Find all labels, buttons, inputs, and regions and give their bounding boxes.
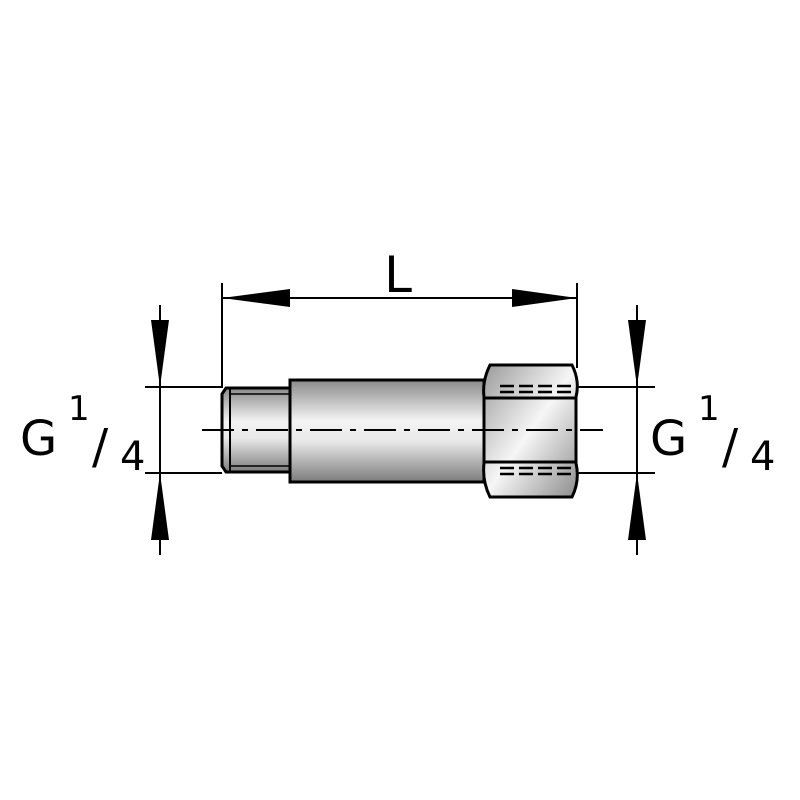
svg-text:4: 4: [750, 434, 775, 480]
left-thread-label: G 1 / 4: [20, 389, 145, 480]
arrow-right-icon: [512, 289, 577, 307]
svg-text:G: G: [650, 411, 687, 467]
svg-text:G: G: [20, 411, 57, 467]
internal-thread-lines: [500, 384, 577, 476]
length-dimension: [221, 283, 578, 388]
svg-text:/: /: [722, 419, 739, 475]
left-thread-dimension: [145, 305, 222, 555]
arrow-left-icon: [222, 289, 290, 307]
svg-text:4: 4: [120, 434, 145, 480]
length-label: L: [384, 246, 412, 304]
right-thread-dimension: [577, 305, 655, 555]
svg-text:1: 1: [68, 389, 90, 429]
svg-text:1: 1: [698, 389, 720, 429]
svg-text:/: /: [92, 419, 109, 475]
right-thread-label: G 1 / 4: [650, 389, 775, 480]
